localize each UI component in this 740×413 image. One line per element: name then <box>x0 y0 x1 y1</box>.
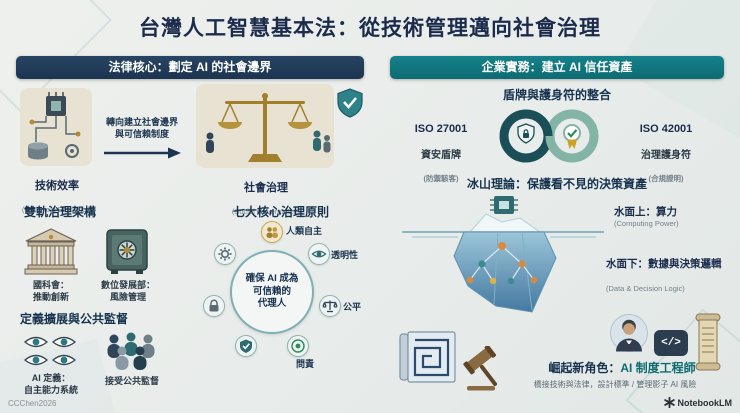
below-water-english: (Data & Decision Logic) <box>606 284 685 293</box>
scroll-icon <box>695 313 721 371</box>
principle-label-accountability: 問責 <box>296 359 315 369</box>
author-watermark: CCChen2026 <box>8 399 57 408</box>
role-heading-highlight: AI 制度工程師 <box>620 361 696 375</box>
iso-27001-code: ISO 27001 <box>414 122 468 135</box>
tech-efficiency-label: 技術效率 <box>35 179 79 192</box>
social-governance-label: 社會治理 <box>244 181 288 194</box>
above-water-english: (Computing Power) <box>614 219 679 228</box>
left-column-header: 法律核心：劃定 AI 的社會邊界 <box>16 56 364 79</box>
transition-arrow <box>102 146 182 165</box>
iso-42001-block: ISO 42001 治理護身符 (合規證明) <box>614 110 718 196</box>
public-oversight-caption: 接受公共監督 <box>104 376 159 386</box>
iso-27001-name: 資安盾牌 <box>421 149 461 161</box>
role-heading: 崛起新角色：AI 制度工程師 <box>520 359 724 376</box>
dual-track-heading: 雙軌治理架構 <box>24 205 97 219</box>
ai-definition-caption: AI 定義： 自主能力系統 <box>23 373 78 395</box>
iso-27001-note: (防禦駭客) <box>423 174 459 184</box>
principle-node <box>308 243 330 265</box>
gear-icon <box>218 247 232 261</box>
blueprint-icon <box>399 331 456 383</box>
balance-scale-icon <box>196 84 334 168</box>
iceberg-heading: 冰山理論：保護看不見的決策資產 <box>466 177 647 191</box>
brand-watermark-label: NotebookLM <box>677 397 733 408</box>
ai-definition-illustration <box>22 332 78 375</box>
moda-caption: 數位發展部： 風險管理 <box>100 280 155 302</box>
role-heading-prefix: 崛起新角色： <box>548 361 621 375</box>
coin-icon <box>291 339 305 353</box>
iso-42001-note: (合規證明) <box>648 174 684 184</box>
social-governance-caption: 社會治理 (Social Governance) <box>208 169 324 228</box>
principle-node <box>203 295 225 317</box>
blueprint-illustration <box>398 328 458 391</box>
crowd-icon <box>107 332 155 370</box>
oversight-heading: 定義擴展與公共監督 <box>20 312 129 326</box>
scales-icon <box>322 300 338 313</box>
notebooklm-logo-icon <box>663 397 675 408</box>
eyes-grid-icon <box>23 336 77 366</box>
engineer-avatar <box>610 314 648 357</box>
nstc-illustration <box>24 227 78 282</box>
principle-label-human-agency: 人類自主 <box>286 226 323 236</box>
social-governance-illustration <box>190 84 340 173</box>
principle-node <box>235 335 257 357</box>
principle-node <box>319 295 341 317</box>
person-avatar-icon <box>610 314 648 352</box>
principle-label-transparency: 透明性 <box>331 250 359 260</box>
above-water-label: 水面上：算力 <box>614 206 677 218</box>
social-governance-english: (Social Governance) <box>231 206 301 216</box>
principles-heading: 七大核心治理原則 <box>232 205 329 219</box>
shield-check-icon <box>337 88 363 118</box>
regulation-scroll <box>694 312 722 377</box>
below-water-label: 水面下：數據與決策邏輯 <box>606 258 722 270</box>
principle-label-fairness: 公平 <box>343 302 362 312</box>
tech-efficiency-illustration <box>20 88 92 171</box>
integration-heading: 盾牌與護身符的整合 <box>502 88 611 102</box>
transition-note: 轉向建立社會邊界 與可信賴制度 <box>105 117 178 140</box>
tech-efficiency-caption: 技術效率 (Technical Efficiency) <box>8 167 106 226</box>
public-oversight-illustration <box>102 330 160 377</box>
circuit-chip-icon <box>20 88 92 166</box>
role-description: 橋接技術與法律，設計標準 / 管理影子 AI 風險 <box>533 380 697 389</box>
iso-42001-name: 治理護身符 <box>641 149 691 161</box>
right-column-header: 企業實務：建立 AI 信任資產 <box>390 56 724 79</box>
principles-center: 確保 AI 成為 可信賴的 代理人 <box>230 250 314 334</box>
shield-check-icon <box>240 339 252 353</box>
tech-efficiency-english: (Technical Efficiency) <box>21 204 93 214</box>
interlocking-rings-illustration <box>490 106 614 171</box>
principle-node <box>287 335 309 357</box>
government-building-icon <box>24 228 78 275</box>
shield-badge <box>337 88 363 123</box>
iso-42001-code: ISO 42001 <box>639 122 693 135</box>
moda-illustration <box>104 228 150 281</box>
page-title: 台灣人工智慧基本法：從技術管理邁向社會治理 <box>139 17 601 40</box>
nstc-caption: 國科會： 推動創新 <box>32 280 69 302</box>
eye-icon <box>311 250 327 258</box>
principle-node <box>214 243 236 265</box>
right-arrow-icon <box>104 147 181 159</box>
brand-watermark: NotebookLM <box>663 397 733 408</box>
iceberg-illustration <box>398 194 608 321</box>
iso-27001-block: ISO 27001 資安盾牌 (防禦駭客) <box>398 110 484 196</box>
gavel-illustration <box>462 344 504 397</box>
principle-node <box>261 221 283 243</box>
iceberg-icon <box>402 196 604 313</box>
people-icon <box>266 227 278 238</box>
linked-rings-icon <box>499 109 599 163</box>
lock-icon <box>209 299 219 312</box>
code-icon: </> <box>654 330 688 356</box>
vault-icon <box>106 229 148 274</box>
gavel-icon <box>463 344 497 391</box>
